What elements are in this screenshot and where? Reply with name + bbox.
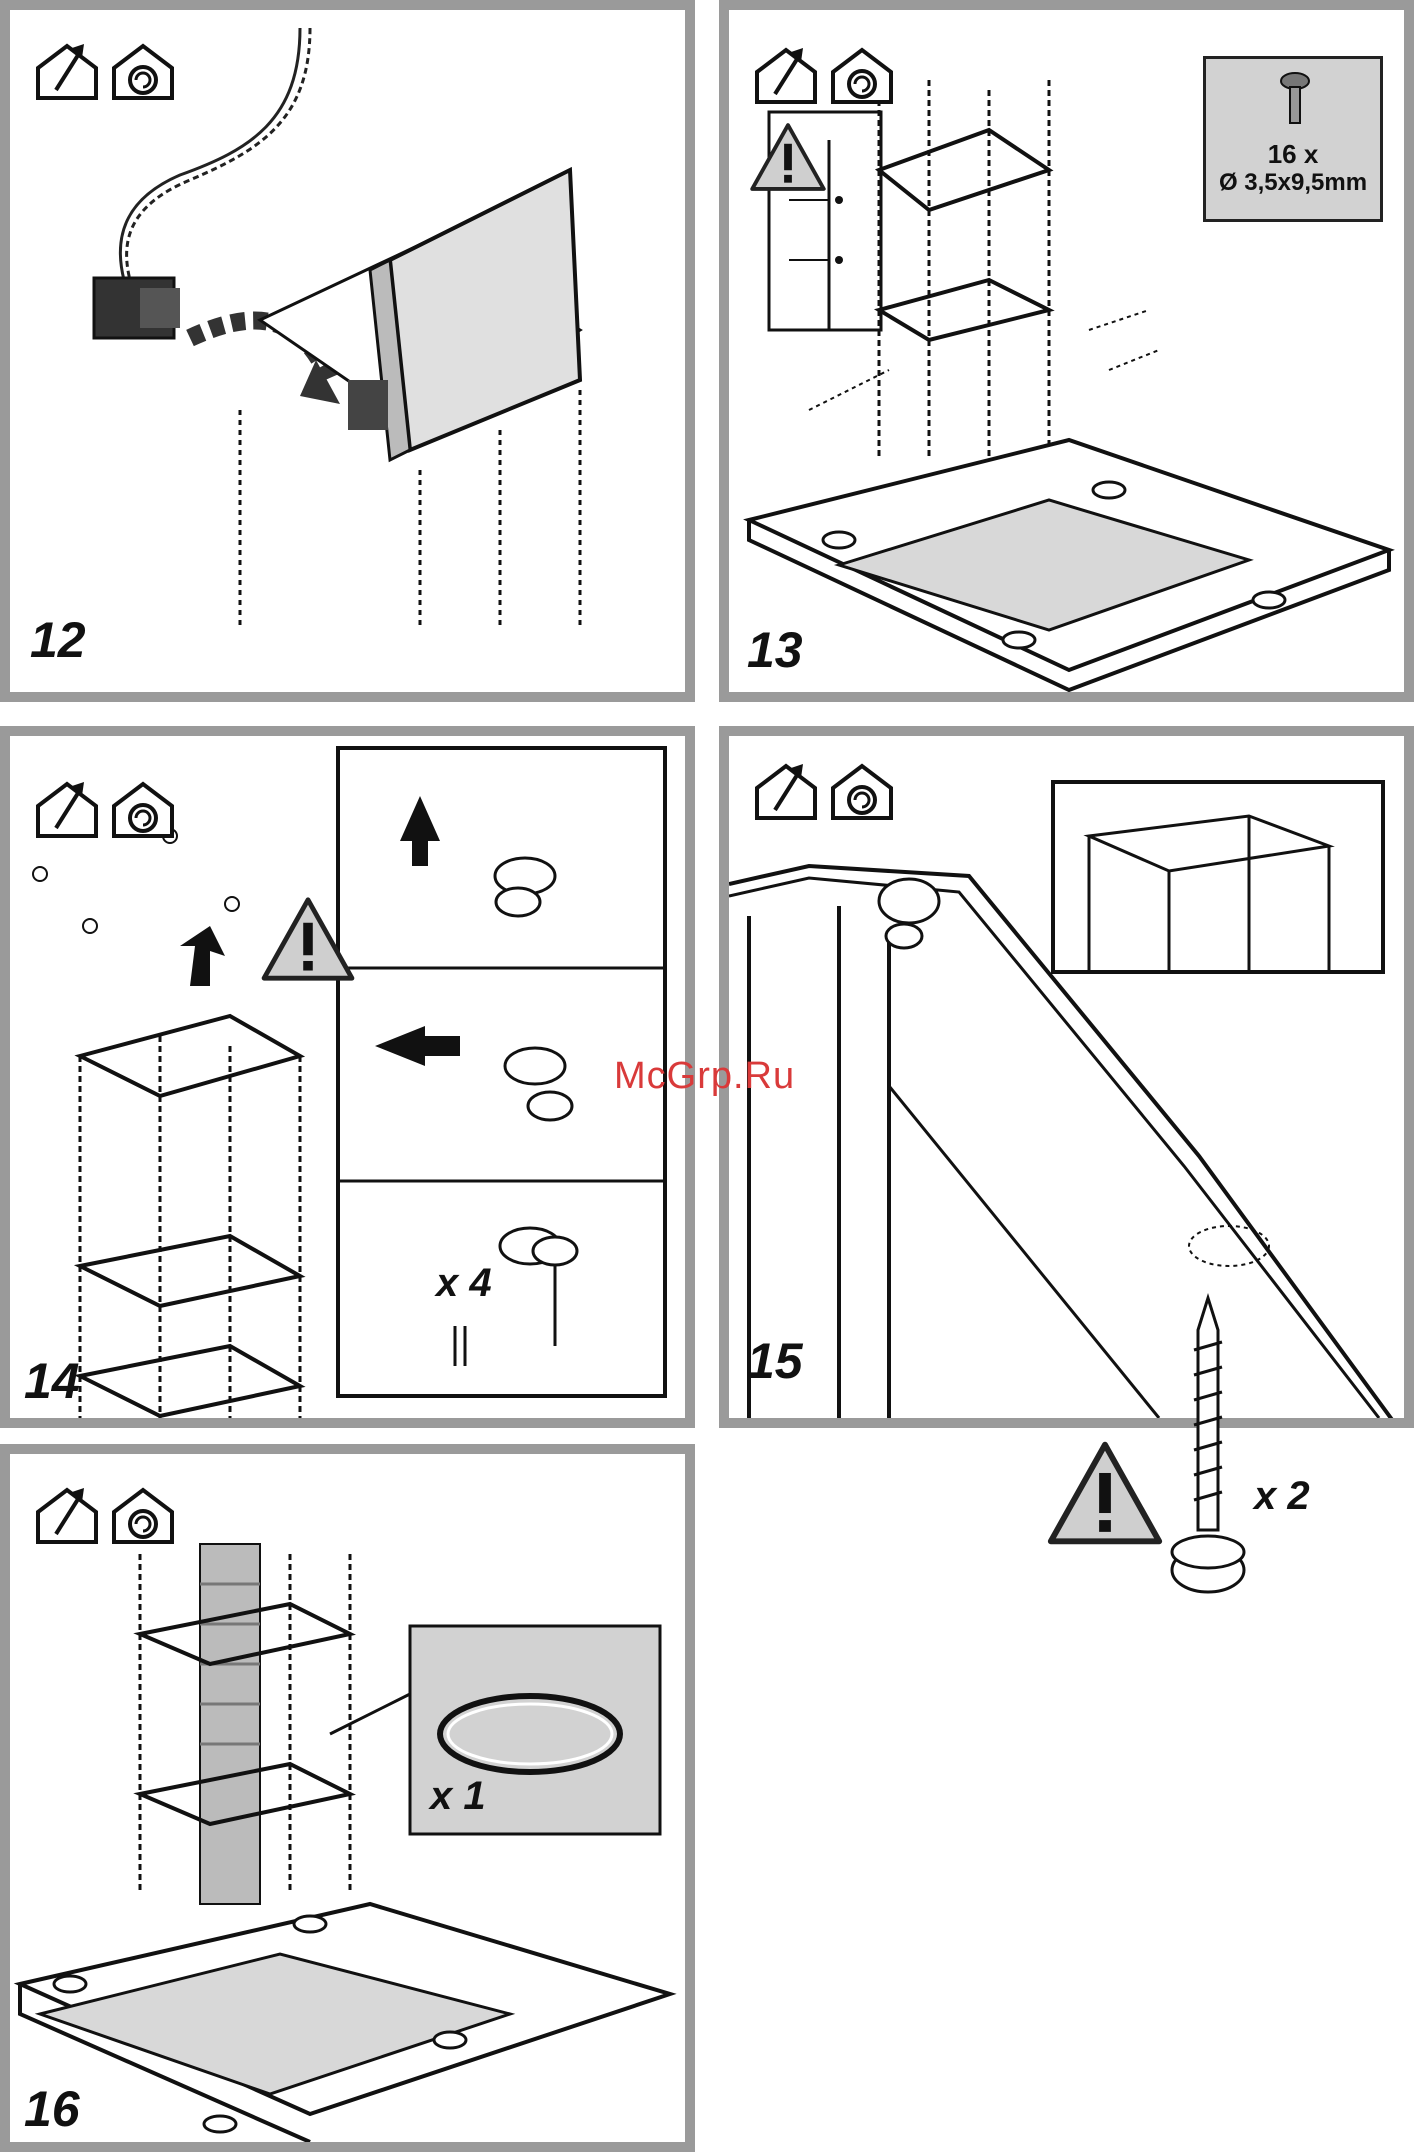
ducted-house-icon [751, 758, 821, 822]
panel-step-15: 15 [719, 726, 1414, 1428]
recirculation-house-icon [827, 42, 897, 106]
panel-step-12: 12 [0, 0, 695, 702]
watermark: McGrp.Ru [614, 1055, 795, 1098]
panel-step-16: x 1 16 [0, 1444, 695, 2152]
recirculation-house-icon [108, 38, 178, 102]
warning-icon [260, 896, 356, 987]
warning-icon [1046, 1440, 1164, 1551]
screw-multiplier: x 2 [1254, 1474, 1310, 1519]
ducted-house-icon [32, 776, 102, 840]
step-number: 15 [747, 1336, 803, 1386]
recirculation-house-icon [827, 758, 897, 822]
step-number: 12 [30, 615, 86, 665]
recirculation-house-icon [108, 1482, 178, 1546]
step-number: 13 [747, 625, 803, 675]
screw-callout: 16 x Ø 3,5x9,5mm [1203, 56, 1383, 222]
panel-step-13: 16 x Ø 3,5x9,5mm 13 [719, 0, 1414, 702]
illustration-fit-duct-clamp [10, 1454, 685, 2142]
illustration-fix-chimney-to-hood [729, 736, 1404, 1418]
warning-icon [749, 122, 827, 197]
screw-size: Ø 3,5x9,5mm [1206, 169, 1380, 197]
ducted-house-icon [751, 42, 821, 106]
panel-step-14: x 4 14 [0, 726, 695, 1428]
screw-quantity: 16 x [1206, 139, 1380, 169]
step-number: 16 [24, 2084, 80, 2134]
ducted-house-icon [32, 38, 102, 102]
clamp-multiplier: x 1 [430, 1774, 486, 1819]
step-number: 14 [24, 1356, 80, 1406]
ducted-house-icon [32, 1482, 102, 1546]
screw-multiplier: x 4 [436, 1261, 492, 1306]
illustration-connect-power-cord [10, 10, 685, 692]
screw-icon [1280, 71, 1310, 131]
recirculation-house-icon [108, 776, 178, 840]
wood-screw-icon [1168, 1290, 1248, 1600]
